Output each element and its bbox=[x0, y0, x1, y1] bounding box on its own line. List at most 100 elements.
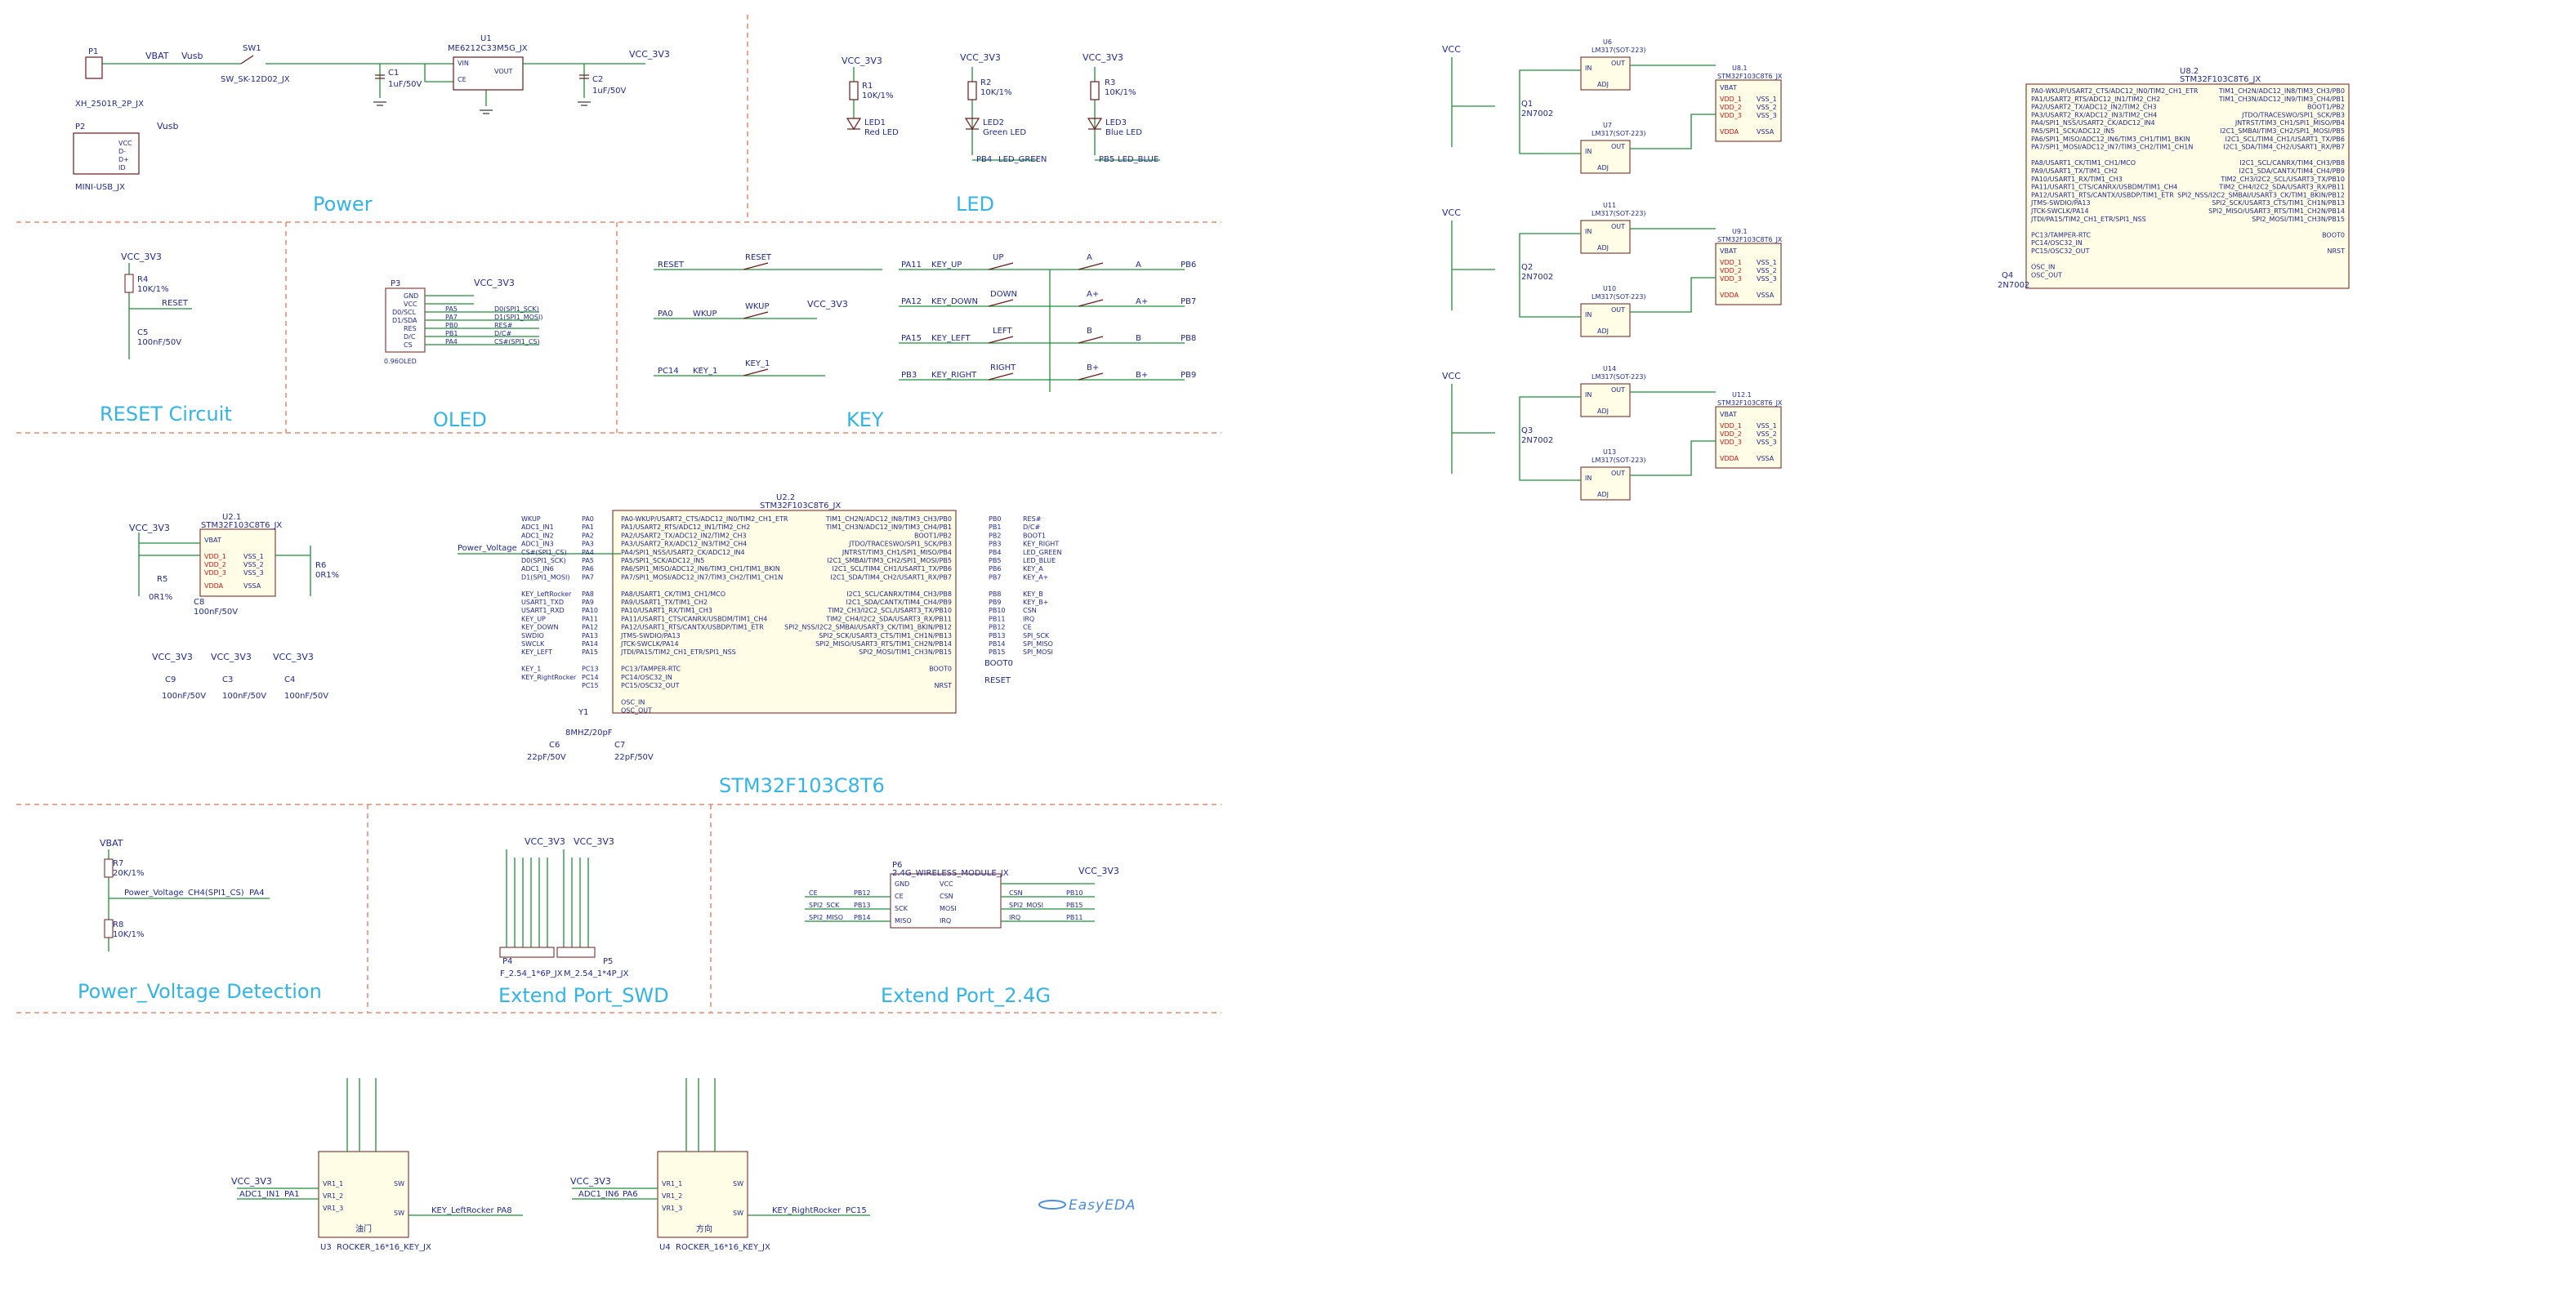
rocker-left-sw-net: KEY_LeftRocker bbox=[431, 1206, 495, 1215]
u22-left-net: SWDIO bbox=[521, 632, 544, 639]
ldo-ic bbox=[1580, 466, 1631, 501]
rocker-right-pin: SW bbox=[733, 1210, 743, 1217]
section-title-oled: OLED bbox=[433, 408, 487, 431]
u82-right-func: SPI2_SCK/USART3_CTS/TIM1_CH1N/PB13 bbox=[2212, 199, 2345, 207]
p2-part: MINI-USB_JX bbox=[75, 183, 125, 192]
oled-pin-res: RES bbox=[404, 325, 417, 332]
u82-right-func: TIM1_CH2N/ADC12_IN8/TIM3_CH3/PB0 bbox=[2218, 87, 2345, 95]
u82-left-func: PA8/USART1_CK/TIM1_CH1/MCO bbox=[2031, 159, 2136, 167]
wireless-pin: MISO bbox=[895, 917, 912, 925]
key-wkup-sw: WKUP bbox=[745, 302, 770, 311]
u22-left-pin: PC13 bbox=[582, 666, 599, 673]
boot0-net: BOOT0 bbox=[984, 659, 1013, 668]
r7-body bbox=[104, 858, 114, 878]
rocker-left-ref: U3 bbox=[320, 1243, 332, 1252]
ldo-ic-part: LM317(SOT-223) bbox=[1592, 293, 1646, 301]
ldo-mcu-pin: VSSA bbox=[1757, 128, 1775, 136]
wireless-pin: MOSI bbox=[940, 905, 957, 912]
ldo-vcc: VCC bbox=[1442, 371, 1461, 381]
ldo-ic-part: LM317(SOT-223) bbox=[1592, 457, 1646, 464]
swd-vcc-2: VCC_3V3 bbox=[574, 836, 614, 847]
u22-right-net: CE bbox=[1023, 624, 1032, 631]
u22-right-net: D/C# bbox=[1023, 524, 1040, 531]
led3-net: LED_BLUE bbox=[1118, 155, 1159, 164]
r8-val: 10K/1% bbox=[113, 930, 145, 939]
wireless-right-net: IRQ bbox=[1009, 914, 1020, 921]
ldo-ic-pin: IN bbox=[1585, 475, 1592, 482]
u22-left-pin: PA11 bbox=[582, 615, 598, 622]
ldo-ic-part: LM317(SOT-223) bbox=[1592, 130, 1646, 137]
led3-vcc: VCC_3V3 bbox=[1083, 52, 1123, 63]
key-row-pin: PA12 bbox=[901, 297, 922, 306]
wireless-circuit bbox=[805, 873, 1095, 929]
u1-pin-ce: CE bbox=[458, 76, 467, 83]
ldo-q-ref: Q3 bbox=[1521, 426, 1533, 435]
rocker-right bbox=[572, 1078, 870, 1238]
cap-ref: C3 bbox=[222, 675, 233, 684]
ldo-ic-part: LM317(SOT-223) bbox=[1592, 210, 1646, 217]
ldo-vcc: VCC bbox=[1442, 207, 1461, 218]
u21-vcc: VCC_3V3 bbox=[129, 523, 170, 533]
c7-ref: C7 bbox=[614, 741, 625, 750]
led3-val: Blue LED bbox=[1105, 128, 1142, 137]
c7-val: 22pF/50V bbox=[614, 753, 654, 762]
r8-ref: R8 bbox=[113, 920, 123, 929]
easyeda-logo: EasyEDA bbox=[1038, 1197, 1136, 1214]
u22-right-func: SPI2_SCK/USART3_CTS/TIM1_CH1N/PB13 bbox=[819, 632, 952, 639]
u22-left-net: CS#(SPI1_CS) bbox=[521, 549, 567, 556]
u22-right-func: BOOT0 bbox=[929, 666, 952, 673]
key-row-out: PB9 bbox=[1181, 371, 1196, 380]
y1-val: 8MHZ/20pF bbox=[565, 729, 613, 737]
r8-body bbox=[104, 919, 114, 938]
oled-label-sck: D0(SPI1_SCK) bbox=[494, 305, 539, 313]
u22-left-pin: PA0 bbox=[582, 515, 594, 523]
vusb-net: Vusb bbox=[181, 51, 203, 61]
u82-left-func: JTCK-SWCLK/PA14 bbox=[2030, 207, 2089, 215]
ldo-ic-pin: IN bbox=[1585, 391, 1592, 399]
key-row-net: KEY_UP bbox=[931, 261, 962, 270]
ldo-mcu-pin: VDD_3 bbox=[1720, 112, 1742, 119]
key-reset-sw: RESET bbox=[745, 253, 772, 262]
led2-val: Green LED bbox=[983, 128, 1026, 137]
ldo-mcu-pin: VSS_2 bbox=[1757, 267, 1777, 274]
u22-right-func: I2C1_SCL/CANRX/TIM4_CH3/PB8 bbox=[846, 590, 952, 598]
u1-part: ME6212C33M5G_JX bbox=[448, 44, 528, 53]
power-voltage-net: Power_Voltage bbox=[458, 544, 517, 553]
u21-pin-vdd2: VDD_2 bbox=[204, 561, 226, 568]
u22-left-net: USART1_TXD bbox=[521, 599, 564, 606]
key-reset-net: RESET bbox=[658, 261, 685, 270]
u22-left-pin: PA2 bbox=[582, 532, 594, 539]
u82-left-func: PA10/USART1_RX/TIM1_CH3 bbox=[2031, 176, 2123, 183]
u1-pin-vout: VOUT bbox=[494, 68, 512, 75]
ldo-ic-pin: OUT bbox=[1611, 60, 1625, 67]
ldo-ic-pin: OUT bbox=[1611, 306, 1625, 314]
u22-left-func: PA9/USART1_TX/TIM1_CH2 bbox=[621, 599, 708, 606]
c8-val: 100nF/50V bbox=[194, 608, 238, 617]
u22-left-pin: PA3 bbox=[582, 541, 594, 548]
led-diodes bbox=[846, 118, 1103, 131]
key-row-out: PB7 bbox=[1181, 297, 1196, 306]
ldo-ic bbox=[1580, 303, 1631, 337]
ldo-mcu-pin: VDD_1 bbox=[1720, 422, 1742, 430]
ldo-block: VCCQ12N7002U6LM317(SOT-223)INADJOUTU7LM3… bbox=[1442, 38, 1783, 174]
ldo-ic-ref: U10 bbox=[1603, 285, 1616, 292]
ldo-ic-pin: ADJ bbox=[1597, 164, 1609, 172]
u22-right-pin: PB5 bbox=[989, 557, 1001, 564]
rocker-right-ref: U4 bbox=[659, 1243, 671, 1252]
ldo-power-area: VCCQ12N7002U6LM317(SOT-223)INADJOUTU7LM3… bbox=[1442, 38, 1783, 501]
key-row-sw2: A+ bbox=[1087, 290, 1099, 299]
key-row-sw2: B bbox=[1087, 327, 1092, 336]
u82-right-func: BOOT0 bbox=[2322, 231, 2345, 238]
ldo-q-ref: Q2 bbox=[1521, 263, 1533, 272]
p4-part: F_2.54_1*6P_JX bbox=[500, 969, 563, 978]
ldo-mcu-pin: VDDA bbox=[1720, 292, 1739, 299]
u82-right-func: BOOT1/PB2 bbox=[2307, 104, 2345, 111]
u82-left-func: PA12/USART1_RTS/CANTX/USBDP/TIM1_ETR bbox=[2031, 191, 2174, 198]
u22-right-func: TIM2_CH4/I2C2_SDA/USART3_RX/PB11 bbox=[825, 615, 952, 622]
ldo-mcu bbox=[1715, 406, 1782, 469]
ldo-ic-ref: U6 bbox=[1603, 38, 1612, 46]
c1-val: 1uF/50V bbox=[388, 80, 422, 89]
p2-pin-vcc: VCC bbox=[118, 140, 132, 147]
